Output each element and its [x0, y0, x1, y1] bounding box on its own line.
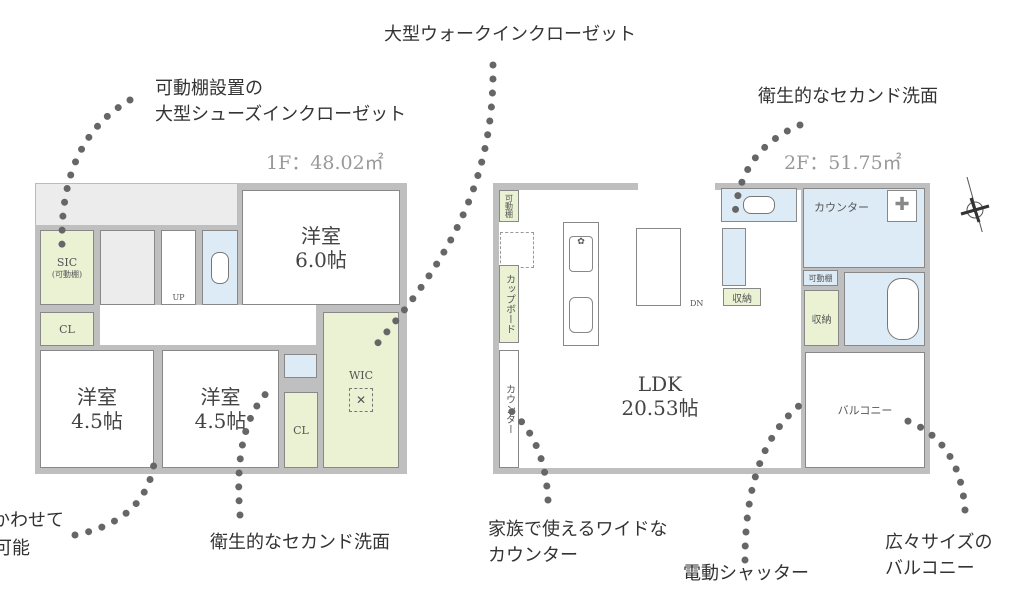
room-name: 洋室: [200, 385, 241, 409]
closet-label: CL: [59, 322, 75, 336]
hatch-icon: ✕: [349, 387, 373, 412]
closet-label: CL: [293, 423, 309, 437]
room-size: 4.5帖: [71, 409, 123, 433]
callout-sic-line2: 大型シューズインクローゼット: [155, 104, 407, 125]
room-name: 洋室: [301, 223, 341, 248]
closet-right: CL: [284, 392, 318, 468]
room-name: LDK: [637, 372, 683, 396]
storage-wash: 収納: [804, 290, 839, 346]
toilet-icon: [211, 251, 229, 284]
storage-label: 収納: [732, 293, 752, 305]
ldk-label: LDK 20.53帖: [620, 372, 700, 420]
room-size: 20.53帖: [621, 396, 699, 420]
room-name: 洋室: [77, 385, 117, 409]
washbasin-1f: [284, 354, 317, 378]
leader-shutter: [741, 401, 804, 564]
room-size: 6.0帖: [295, 247, 347, 272]
callout-counter-line1: 家族で使えるワイドな: [488, 519, 668, 540]
toilet-icon: [743, 196, 775, 214]
callout-counter-line2: カウンター: [488, 545, 578, 566]
leader-wic: [368, 61, 497, 354]
closet-left: CL: [40, 312, 94, 346]
leader-partition: [71, 451, 159, 539]
counter-left: カウンター: [499, 350, 519, 468]
shelf-left: 可動棚: [499, 190, 519, 222]
entrance-hall: [100, 230, 155, 305]
sink-icon: [569, 296, 593, 333]
shelf-label: 可動棚: [504, 194, 514, 218]
sic-label: SIC: [56, 255, 78, 269]
counter-label: カウンター: [503, 384, 515, 434]
room-western-6: 洋室 6.0帖: [242, 190, 400, 305]
cupboard-label: カップボード: [503, 274, 515, 334]
toilet-1f: [202, 230, 238, 305]
balcony: バルコニー: [805, 352, 925, 468]
balcony-label: バルコニー: [837, 404, 893, 417]
callout-shutter: 電動シャッター: [683, 563, 809, 584]
shelf-label: 可動棚: [808, 273, 833, 283]
stairs-up-label: UP: [172, 293, 185, 302]
callout-partition-line1: かわせて: [0, 510, 64, 531]
callout-balcony-line2: バルコニー: [885, 558, 975, 579]
washing-machine-icon: ✚: [887, 190, 917, 222]
leader-washbasin-1f: [235, 381, 279, 519]
room-wic: WIC ✕: [323, 312, 399, 468]
wic-label: WIC: [348, 368, 374, 382]
floor2-area: 2F：51.75㎡: [784, 152, 902, 174]
callout-partition-line2: 可能: [0, 538, 30, 559]
washroom: カウンター: [803, 188, 925, 268]
room-western-45-left: 洋室 4.5帖: [40, 350, 154, 468]
stairs-dn-label: DN: [690, 299, 704, 308]
hallway-1f: [100, 305, 316, 345]
callout-sic-line1: 可動棚設置の: [155, 78, 263, 99]
shelf-wash: 可動棚: [803, 270, 838, 286]
callout-balcony-line1: 広々サイズの: [885, 532, 993, 553]
stove-icon: ✿: [569, 235, 593, 272]
callout-washbasin-1f: 衛生的なセカンド洗面: [210, 532, 390, 553]
leader-counter: [506, 406, 552, 504]
bathroom: [844, 272, 925, 346]
kitchen-island: ✿: [563, 222, 599, 346]
counter-label: カウンター: [814, 201, 869, 214]
cupboard: カップボード: [499, 265, 519, 343]
stairs-2f: [636, 228, 681, 306]
storage-label: 収納: [811, 314, 832, 326]
callout-wic: 大型ウォークインクローゼット: [384, 24, 636, 45]
room-size: 4.5帖: [194, 409, 247, 433]
leader-sic: [58, 96, 134, 249]
washbasin-2f: [722, 228, 746, 286]
leader-balcony: [901, 416, 969, 514]
room-western-45-right: 洋室 4.5帖: [162, 350, 279, 468]
callout-washbasin-2f: 衛生的なセカンド洗面: [758, 86, 938, 107]
compass-icon: [960, 176, 990, 232]
toilet-2f: [721, 188, 797, 222]
stairs-1f: UP: [161, 230, 196, 305]
leader-washbasin-2f: [731, 121, 804, 219]
bathtub-icon: [886, 278, 919, 340]
room-sic: SIC (可動棚): [40, 230, 94, 305]
storage-stair: 収納: [723, 288, 761, 306]
floor1-area: 1F：48.02㎡: [266, 152, 384, 174]
sic-note: (可動棚): [51, 269, 83, 279]
